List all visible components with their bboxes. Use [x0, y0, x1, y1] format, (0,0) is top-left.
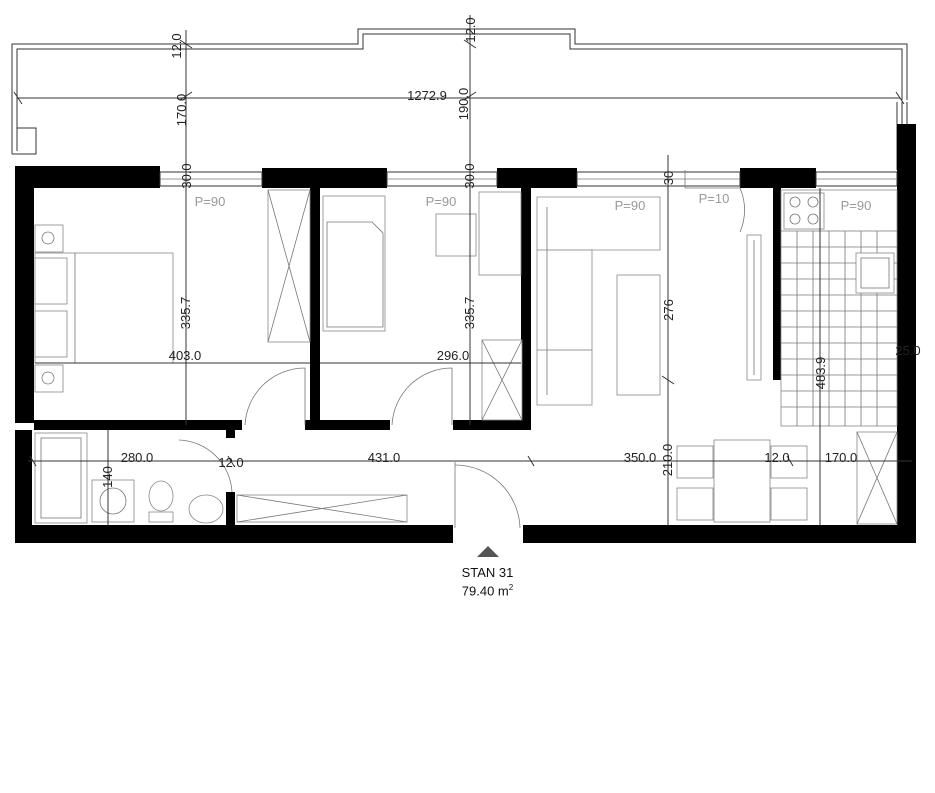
bedroom-1-width-label: 403.0 — [169, 348, 202, 363]
overall-width-label: 1272.9 — [407, 88, 447, 103]
parapet-label: P=10 — [699, 191, 730, 206]
terrace-rail-mid-label: 12.0 — [463, 17, 478, 42]
right-wall-label: 25.0 — [895, 343, 920, 358]
sill-3-label: 30 — [661, 171, 676, 185]
parapet-labels: P=90 P=90 P=90 P=10 P=90 — [195, 191, 872, 213]
bedroom-2-furniture — [322, 191, 523, 421]
terrace-depth-mid-label: 190.0 — [456, 88, 471, 121]
unit-area: 79.40 m2 — [461, 583, 514, 599]
terrace-rail-left-label: 12.0 — [169, 33, 184, 58]
sill-2-label: 30.0 — [462, 163, 477, 188]
bedroom-1-furniture — [34, 189, 311, 393]
walls — [15, 124, 916, 543]
kitchen — [780, 189, 898, 427]
doors — [178, 170, 745, 529]
dining-set — [676, 431, 898, 525]
bathroom — [34, 432, 408, 524]
terrace-depth-left-label: 170.0 — [174, 94, 189, 127]
bedroom-2-width-label: 296.0 — [437, 348, 470, 363]
bedroom-1-depth-label: 335.7 — [178, 297, 193, 330]
dimension-lines — [13, 15, 912, 525]
parapet-label: P=90 — [841, 198, 872, 213]
unit-name: STAN 31 — [461, 565, 514, 580]
kitchen-depth-label: 483.9 — [813, 357, 828, 390]
entrance-arrow-icon — [477, 546, 499, 557]
bedroom-2-depth-label: 335.7 — [462, 297, 477, 330]
living-depth-label: 276 — [661, 299, 676, 321]
bath-width-label: 280.0 — [121, 450, 154, 465]
sill-1-label: 30.0 — [179, 163, 194, 188]
windows — [159, 171, 898, 187]
parapet-label: P=90 — [615, 198, 646, 213]
dimension-labels: 1272.9 12.0 170.0 12.0 190.0 30.0 30.0 3… — [100, 17, 921, 488]
wall-b-label: 12.0 — [764, 450, 789, 465]
bath-height-label: 140 — [100, 466, 115, 488]
living-width-label: 350.0 — [624, 450, 657, 465]
parapet-label: P=90 — [195, 194, 226, 209]
parapet-label: P=90 — [426, 194, 457, 209]
living-furniture — [536, 196, 762, 406]
unit-caption: STAN 31 79.40 m2 — [430, 565, 545, 598]
living-lower-depth-label: 210.0 — [660, 444, 675, 477]
storage-width-label: 170.0 — [825, 450, 858, 465]
wall-a-label: 12.0 — [218, 455, 243, 470]
hall-width-label: 431.0 — [368, 450, 401, 465]
